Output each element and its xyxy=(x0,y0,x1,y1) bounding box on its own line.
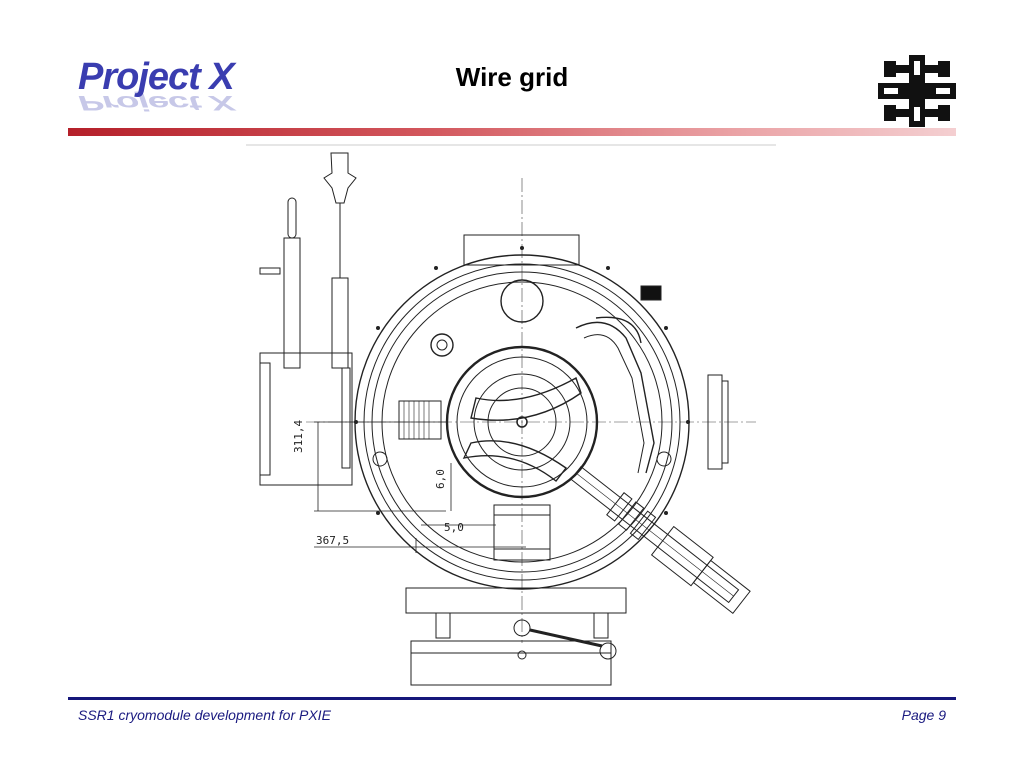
page-number: Page 9 xyxy=(901,707,946,723)
dim-311-4: 311,4 xyxy=(292,420,305,453)
project-x-logo: Project X Project X xyxy=(78,56,258,136)
wire-grid-drawing: 311,4 6,0 5,0 367,5 xyxy=(246,144,776,686)
logo-reflection: Project X xyxy=(78,90,234,114)
header-divider xyxy=(68,128,956,136)
dim-367-5: 367,5 xyxy=(316,534,349,547)
logo-text: Project X xyxy=(78,56,235,98)
dim-6-0: 6,0 xyxy=(434,469,447,489)
footer-divider xyxy=(68,697,956,700)
fermilab-logo-icon xyxy=(878,55,956,127)
footer-presentation-title: SSR1 cryomodule development for PXIE xyxy=(78,707,331,723)
dim-5-0: 5,0 xyxy=(444,521,464,534)
slide-title: Wire grid xyxy=(455,62,569,92)
